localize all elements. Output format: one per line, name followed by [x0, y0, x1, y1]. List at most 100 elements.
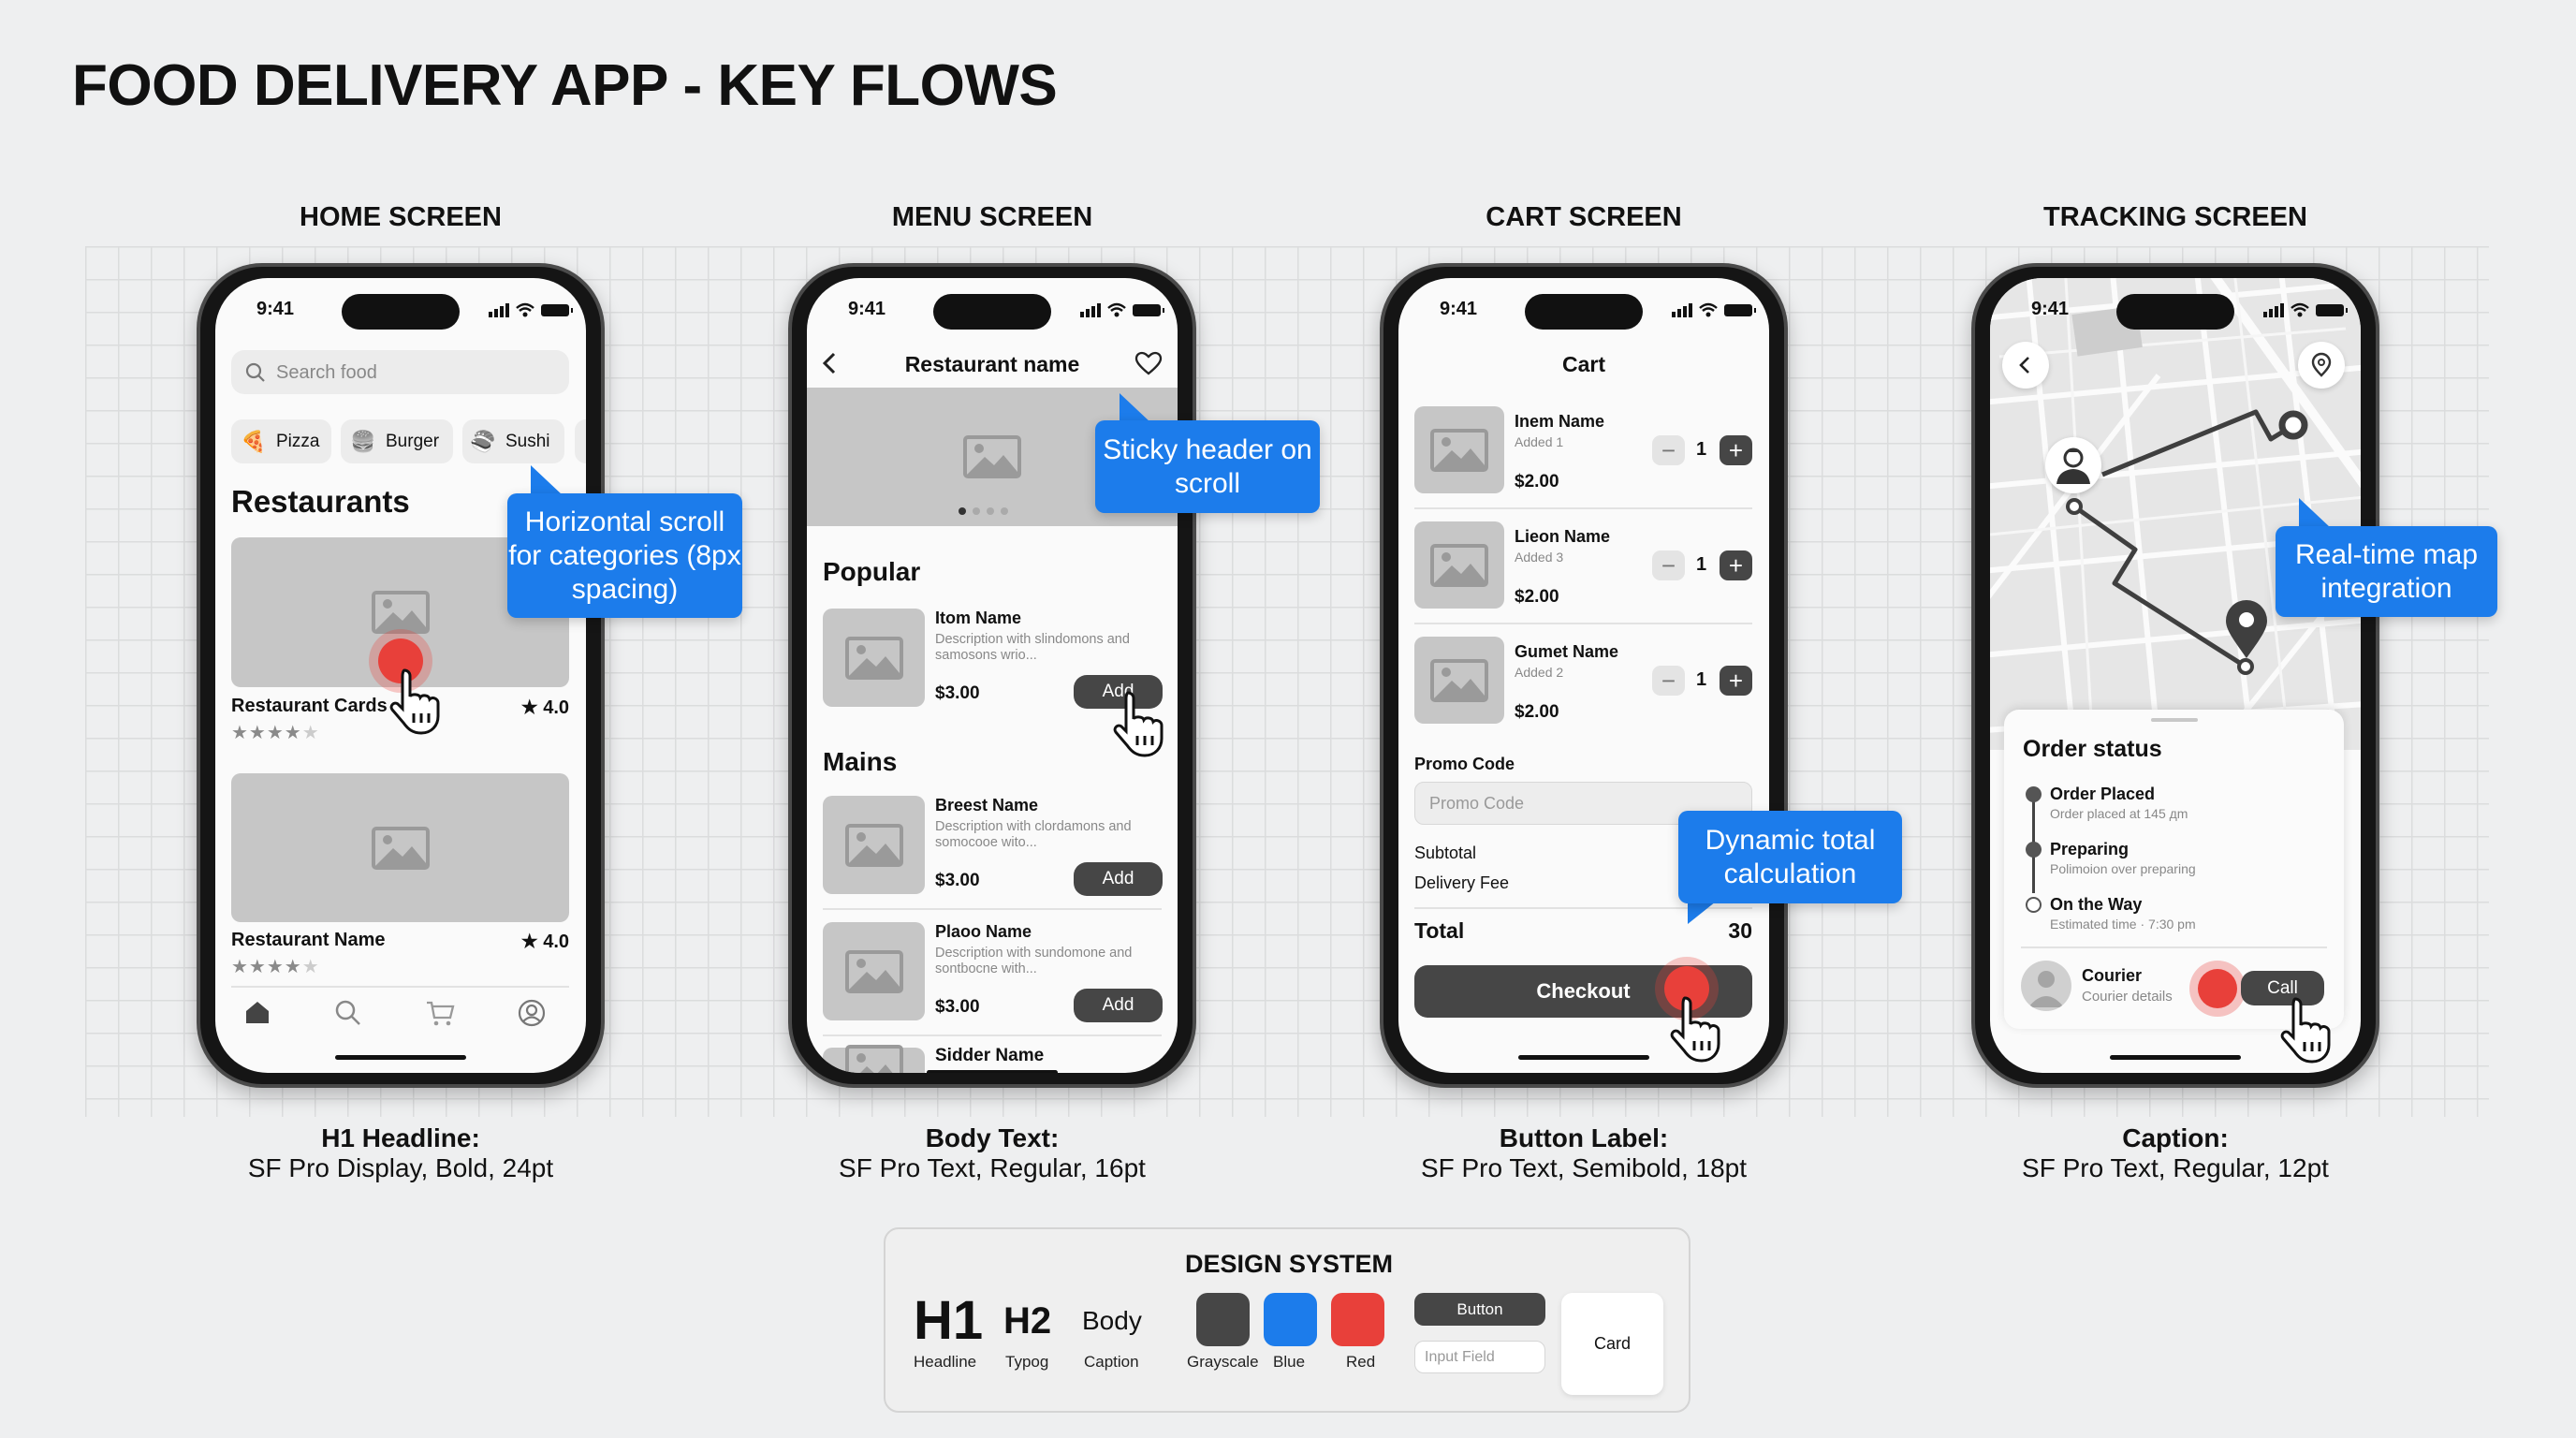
callout-horizontal-scroll: Horizontal scroll for categories (8px sp…: [507, 493, 742, 618]
status-time: 9:41: [1440, 299, 1478, 319]
swatch-red: [1331, 1293, 1384, 1346]
item-description: Description with slindomons and: [935, 632, 1130, 647]
sheet-handle[interactable]: [2151, 718, 2198, 722]
divider: [1414, 907, 1752, 909]
locate-button[interactable]: [2298, 342, 2345, 389]
section-title: Mains: [823, 747, 898, 776]
section-title: Restaurants: [231, 484, 410, 519]
item-price: $3.00: [935, 871, 980, 890]
cart-item-added: Added 1: [1515, 434, 1564, 449]
courier-details: Courier details: [2082, 989, 2173, 1005]
increase-quantity-button[interactable]: +: [1720, 666, 1752, 696]
design-system-title: DESIGN SYSTEM: [1184, 1250, 1394, 1278]
profile-icon[interactable]: [518, 999, 546, 1027]
back-icon[interactable]: [820, 351, 839, 375]
cart-icon[interactable]: [425, 999, 455, 1027]
category-chip-partial[interactable]: [575, 419, 586, 463]
divider: [1414, 623, 1752, 624]
category-chip-pizza[interactable]: 🍕Pizza: [231, 419, 331, 463]
add-button[interactable]: Add: [1074, 862, 1163, 896]
increase-quantity-button[interactable]: +: [1720, 550, 1752, 580]
call-button[interactable]: Call: [2241, 971, 2324, 1005]
person-icon: [2028, 971, 2064, 1007]
type-label: Caption: [1084, 1353, 1139, 1371]
step-complete-icon: [2026, 786, 2042, 802]
caption-title: Caption:: [2122, 1123, 2229, 1152]
input-placeholder: Input Field: [1425, 1349, 1495, 1365]
home-icon[interactable]: [243, 999, 271, 1025]
carousel-dots: [959, 507, 1008, 515]
menu-phone: 9:41 Restaurant name Popular Mains Itom …: [788, 263, 1196, 1088]
item-name: Itom Name: [935, 609, 1022, 627]
dynamic-island: [1525, 294, 1643, 330]
quantity-value: 1: [1696, 439, 1707, 460]
status-icons: [1080, 301, 1174, 324]
carousel-dot[interactable]: [987, 507, 994, 515]
caption-title: Button Label:: [1499, 1123, 1669, 1152]
total-value: 30: [1728, 918, 1752, 943]
promo-label: Promo Code: [1414, 755, 1515, 773]
sample-input-field[interactable]: Input Field: [1414, 1341, 1545, 1373]
burger-icon: 🍔: [350, 430, 376, 453]
carousel-dot[interactable]: [973, 507, 980, 515]
carousel-dot[interactable]: [1001, 507, 1008, 515]
item-thumbnail: [823, 609, 925, 707]
chip-label: Pizza: [276, 432, 320, 451]
status-time: 9:41: [848, 299, 886, 319]
restaurant-name: Restaurant Name: [231, 930, 386, 950]
delivery-fee-label: Delivery Fee: [1414, 873, 1510, 892]
sample-button[interactable]: Button: [1414, 1293, 1545, 1326]
step-title: On the Way: [2050, 895, 2143, 914]
category-chip-sushi[interactable]: 🍣Sushi: [462, 419, 564, 463]
item-description: sontbocne with...: [935, 961, 1037, 976]
step-subtitle: Estimated time · 7:30 pm: [2050, 917, 2196, 932]
decrease-quantity-button[interactable]: −: [1652, 666, 1685, 696]
image-placeholder-icon: [844, 636, 903, 680]
image-placeholder-icon: [1430, 428, 1488, 472]
carousel-dot[interactable]: [959, 507, 966, 515]
caption-text: SF Pro Text, Regular, 12pt: [2022, 1153, 2329, 1182]
cart-item-price: $2.00: [1515, 587, 1559, 607]
design-system-panel: DESIGN SYSTEM H1 H2 Body Headline Typog …: [884, 1227, 1690, 1413]
item-description: Description with clordamons and: [935, 819, 1132, 834]
cart-item-name: Inem Name: [1515, 412, 1605, 431]
quantity-value: 1: [1696, 669, 1707, 690]
tap-indicator: [2198, 969, 2237, 1008]
restaurant-card-image[interactable]: [231, 773, 569, 922]
status-icons: [489, 301, 582, 324]
callout-tail: [1120, 393, 1151, 423]
image-placeholder-icon: [844, 823, 903, 867]
callout-tail: [2299, 498, 2331, 528]
restaurant-rating: ★ 4.0: [520, 697, 569, 718]
decrease-quantity-button[interactable]: −: [1652, 435, 1685, 465]
h2-sample: H2: [1003, 1300, 1052, 1342]
home-indicator: [1518, 1055, 1649, 1060]
chip-label: Sushi: [505, 432, 550, 451]
item-thumbnail: [823, 796, 925, 894]
divider: [823, 1034, 1162, 1036]
page-title: FOOD DELIVERY APP - KEY FLOWS: [72, 53, 1058, 118]
decrease-quantity-button[interactable]: −: [1652, 550, 1685, 580]
dynamic-island: [2116, 294, 2234, 330]
category-chip-burger[interactable]: 🍔Burger: [341, 419, 453, 463]
cart-screen-label: CART SCREEN: [1486, 202, 1682, 232]
heart-icon[interactable]: [1134, 351, 1163, 375]
cart-item-added: Added 3: [1515, 550, 1564, 565]
courier-map-avatar[interactable]: [2045, 437, 2101, 493]
home-indicator: [335, 1055, 466, 1060]
search-input[interactable]: Search food: [231, 350, 569, 394]
star-rating: ★★★★★: [231, 957, 320, 977]
cart-item-added: Added 2: [1515, 665, 1564, 680]
signal-wifi-battery-icon: [1672, 302, 1756, 317]
image-placeholder-icon: [1430, 658, 1488, 702]
cart-phone: 9:41 Cart Inem Name Added 1 $2.00 − 1 + …: [1380, 263, 1788, 1088]
add-button[interactable]: Add: [1074, 989, 1163, 1022]
tracking-screen-label: TRACKING SCREEN: [2043, 202, 2307, 232]
star-rating: ★★★★★: [231, 723, 320, 743]
increase-quantity-button[interactable]: +: [1720, 435, 1752, 465]
courier-avatar: [2021, 961, 2071, 1011]
total-label: Total: [1414, 918, 1465, 943]
swatch-label: Red: [1346, 1353, 1376, 1371]
search-icon[interactable]: [334, 999, 362, 1027]
back-button[interactable]: [2002, 342, 2049, 389]
